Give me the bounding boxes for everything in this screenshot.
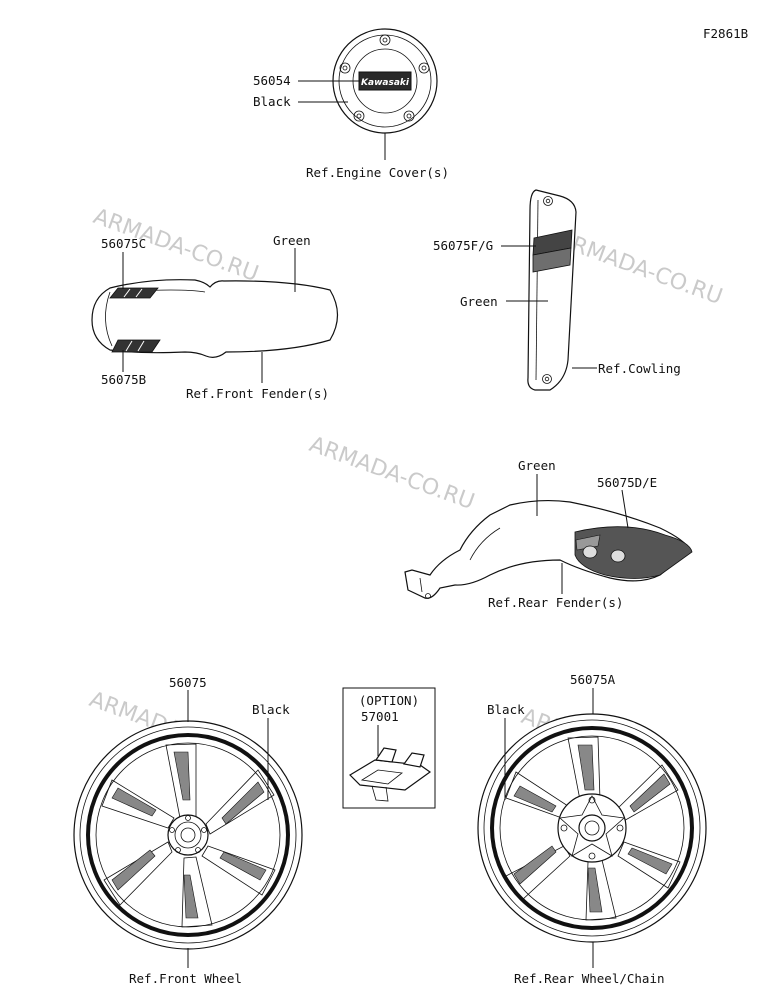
front-wheel-spokes [101,743,276,928]
engine-cover-drawing: Kawasaki [332,28,438,134]
option-title-label: (OPTION) [359,693,419,708]
front-fender-part-top-label: 56075C [101,236,146,251]
rear-fender-drawing [404,499,693,599]
rear-fender-color-label: Green [518,458,556,473]
front-fender-ref-label: Ref.Front Fender(s) [186,386,329,401]
rear-fender-part-label: 56075D/E [597,475,657,490]
cover-bolt-icon [339,34,430,122]
front-fender-color-label: Green [273,233,311,248]
front-wheel-part-label: 56075 [169,675,207,690]
front-fender-drawing [91,279,339,358]
front-wheel-color-label: Black [252,702,290,717]
engine-cover-color-label: Black [253,94,291,109]
option-bracket-drawing [349,747,432,802]
sprocket-bolt-icon [560,796,624,860]
rear-wheel-spokes [505,736,681,921]
engine-cover-ref-label: Ref.Engine Cover(s) [306,165,449,180]
cowling-part-label: 56075F/G [433,238,493,253]
option-part-label: 57001 [361,709,399,724]
rear-wheel-part-label: 56075A [570,672,616,687]
cowling-color-label: Green [460,294,498,309]
cowling-ref-label: Ref.Cowling [598,361,681,376]
hub-bolt-icon [169,815,207,853]
front-wheel-drawing [73,720,303,950]
watermark-3: ARMADA-CO.RU [306,432,478,515]
cowling-drawing [527,189,577,391]
front-wheel-ref-label: Ref.Front Wheel [129,971,242,986]
front-fender-part-bottom-label: 56075B [101,372,146,387]
kawasaki-logo: Kawasaki [361,78,410,88]
rear-wheel-drawing [477,713,707,943]
diagram-code: F2861B [703,26,748,41]
rear-wheel-ref-label: Ref.Rear Wheel/Chain [514,971,665,986]
rear-fender-ref-label: Ref.Rear Fender(s) [488,595,623,610]
engine-cover-part-label: 56054 [253,73,291,88]
watermark-2: ARMADA-CO.RU [554,227,726,310]
rear-wheel-color-label: Black [487,702,525,717]
